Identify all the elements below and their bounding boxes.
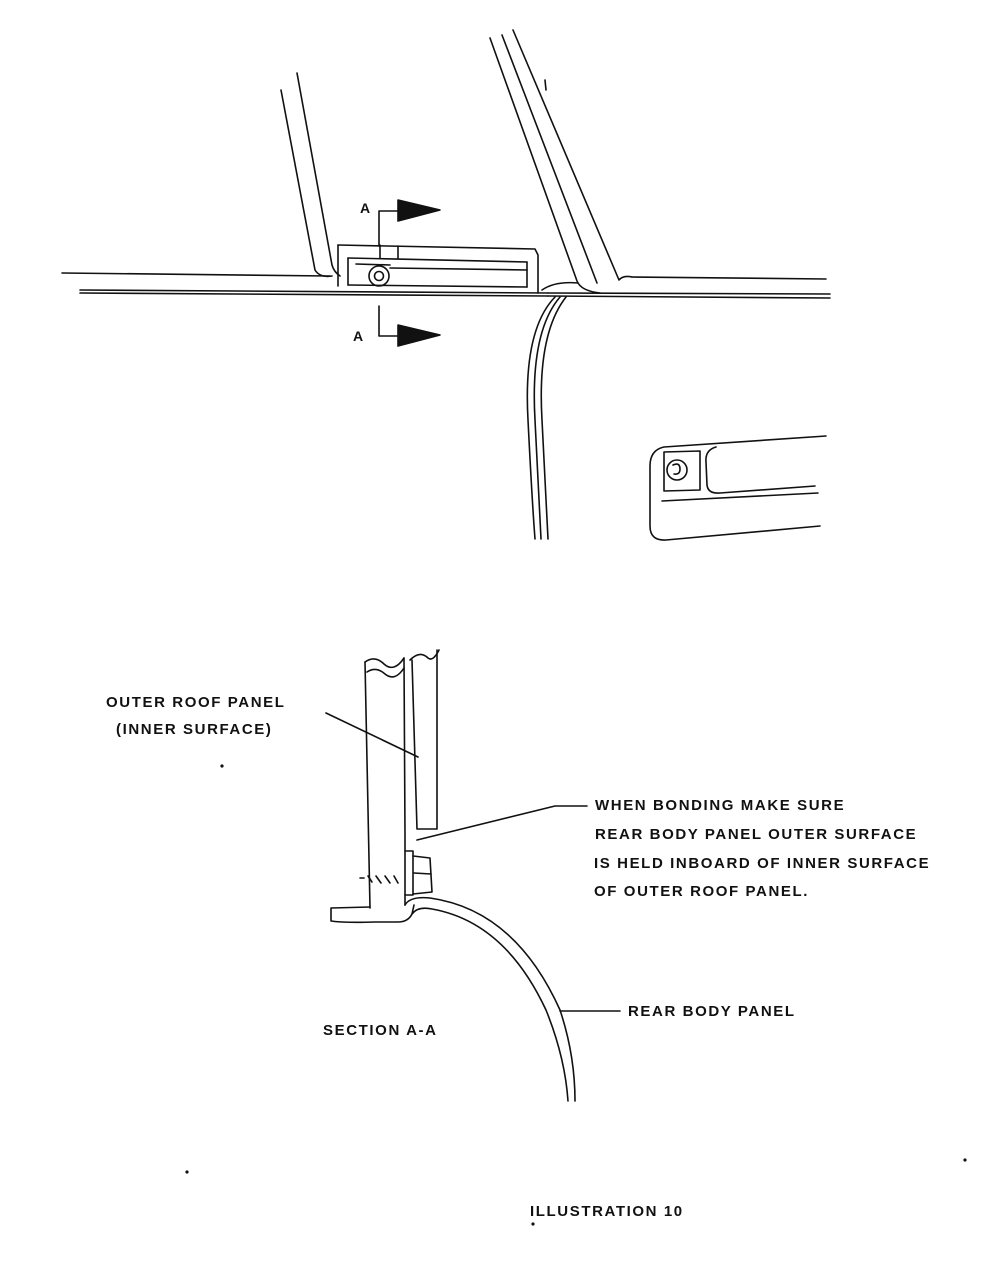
speck — [185, 1170, 189, 1174]
fastener-head — [412, 855, 433, 895]
roof-edge-right-lower — [547, 292, 831, 295]
speck — [220, 764, 224, 768]
section-cut-line-bottom — [378, 305, 399, 337]
fastener-dash-2 — [367, 875, 373, 883]
roof-panel-top-break-2 — [366, 667, 405, 678]
door-handle-inner-top — [705, 446, 816, 494]
fastener-block — [404, 850, 414, 896]
section-marker-top: A — [360, 200, 371, 216]
latch-box-inner-mid — [389, 267, 528, 271]
roof-edge-right-lower-2 — [547, 295, 831, 299]
illustration-title: ILLUSTRATION 10 — [530, 1203, 684, 1220]
latch-box-outer — [337, 244, 539, 294]
roof-edge-line-lower — [79, 289, 549, 294]
rear-pillar-tick — [544, 79, 547, 91]
door-handle-outer — [649, 435, 827, 541]
roof-panel-right-wall — [403, 657, 406, 906]
section-arrow-bottom — [397, 324, 441, 347]
door-lock-cylinder — [666, 459, 688, 481]
speck — [963, 1158, 967, 1162]
section-marker-bottom: A — [353, 328, 364, 344]
speck — [531, 1222, 535, 1226]
latch-roller-hub — [373, 270, 385, 282]
note-line-2: REAR BODY PANEL OUTER SURFACE — [595, 826, 918, 843]
leader-outer-roof-panel — [325, 712, 419, 758]
rear-pillar-outer — [489, 37, 601, 294]
label-inner-surface: (INNER SURFACE) — [116, 721, 273, 738]
door-gap-curve-inner — [540, 296, 567, 540]
roof-edge-line — [61, 272, 331, 277]
door-gap-curve-outer — [526, 296, 556, 540]
door-lock-keyslot — [672, 463, 681, 475]
rear-pillar-mid — [501, 34, 598, 284]
section-title: SECTION A-A — [323, 1022, 438, 1039]
label-rear-body-panel: REAR BODY PANEL — [628, 1003, 796, 1020]
note-line-1: WHEN BONDING MAKE SURE — [595, 797, 846, 814]
door-handle-lock-surround — [663, 450, 701, 492]
door-gap-curve-mid — [533, 296, 561, 540]
left-pillar-outer — [280, 89, 333, 278]
outer-roof-inner-skin-break — [409, 649, 440, 661]
roof-edge-right — [631, 276, 827, 280]
note-line-3: IS HELD INBOARD OF INNER SURFACE — [594, 855, 931, 872]
rear-pillar-inner — [512, 29, 633, 281]
fastener-dash-4 — [384, 875, 391, 884]
rear-body-panel-inner — [411, 907, 569, 1102]
roof-edge-line-lower-2 — [79, 292, 549, 297]
fastener-head-line — [413, 872, 432, 875]
outer-roof-inner-skin-left — [411, 649, 438, 830]
fastener-dash-3 — [375, 875, 382, 884]
leader-note — [416, 805, 588, 841]
section-arrow-top — [397, 199, 441, 222]
door-handle-divider — [661, 492, 819, 502]
label-outer-roof-panel: OUTER ROOF PANEL — [106, 694, 286, 711]
latch-box-slot — [355, 263, 391, 266]
note-line-4: OF OUTER ROOF PANEL. — [594, 883, 810, 900]
roof-panel-top-break — [364, 657, 405, 669]
section-cut-line-top — [378, 210, 399, 247]
fastener-dash-5 — [393, 875, 399, 884]
pillar-base-curve — [541, 281, 579, 291]
latch-box-inner-top — [347, 257, 528, 263]
roof-panel-left-wall — [364, 661, 371, 909]
rear-body-panel-outer — [404, 896, 576, 1102]
left-pillar-inner — [296, 72, 341, 277]
flange-outline — [330, 904, 415, 924]
latch-roller — [368, 265, 390, 287]
